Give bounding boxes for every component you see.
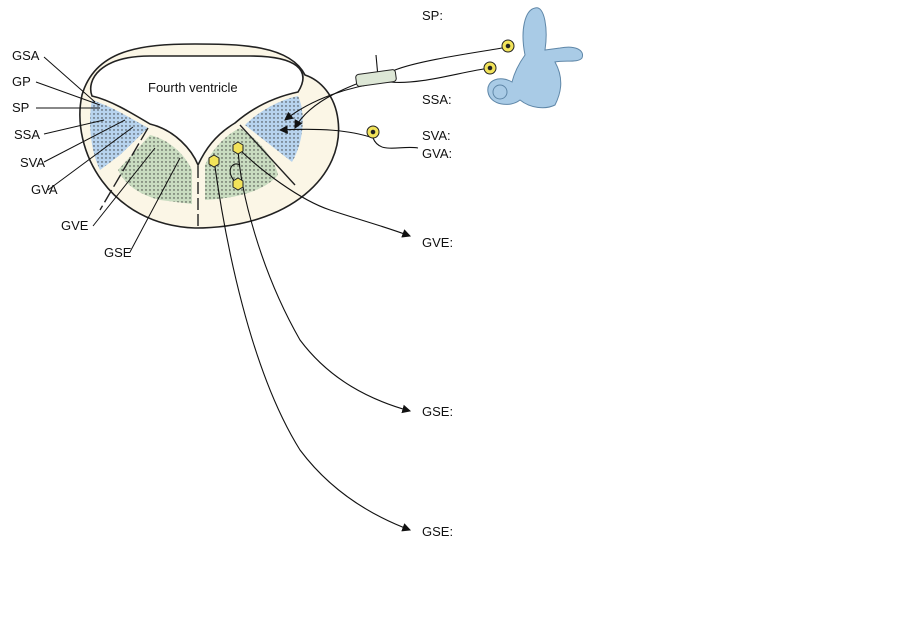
answer-label-sp: SP: (422, 8, 443, 23)
answer-label-gve: GVE: (422, 235, 453, 250)
nerve-sheath (355, 69, 397, 87)
answer-label-gva: GVA: (422, 146, 452, 161)
left-motor-column-dots (118, 135, 192, 204)
label-sp: SP (12, 100, 29, 115)
label-gse: GSE (104, 245, 132, 260)
inner-ear-illustration (487, 7, 584, 109)
left-leader-lines (35, 56, 181, 253)
answer-label-gse-2: GSE: (422, 524, 453, 539)
label-ssa: SSA (14, 127, 40, 142)
label-sva: SVA (20, 155, 45, 170)
label-gva: GVA (31, 182, 58, 197)
answer-label-ssa: SSA: (422, 92, 452, 107)
label-gp: GP (12, 74, 31, 89)
answer-label-sva: SVA: (422, 128, 451, 143)
label-gsa: GSA (12, 48, 40, 63)
neuron-cells (208, 39, 515, 191)
answer-label-gse-1: GSE: (422, 404, 453, 419)
left-sensory-column-dots (90, 100, 148, 170)
label-gve: GVE (61, 218, 89, 233)
column-dividers (99, 124, 296, 228)
fourth-ventricle-label: Fourth ventricle (148, 80, 238, 95)
fourth-ventricle (90, 55, 304, 168)
